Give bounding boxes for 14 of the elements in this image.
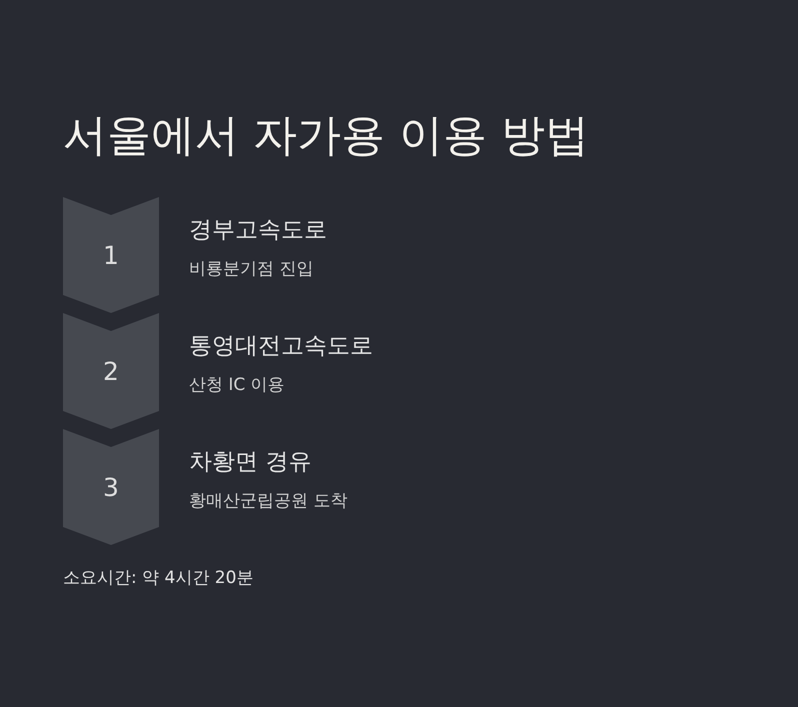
step-number: 3	[102, 473, 120, 503]
step-description: 황매산군립공원 도착	[189, 490, 348, 513]
step-description: 산청 IC 이용	[189, 374, 285, 397]
travel-time-note: 소요시간: 약 4시간 20분	[63, 567, 254, 590]
step-heading: 통영대전고속도로	[189, 332, 373, 361]
step-number: 1	[102, 241, 120, 271]
chevron-step	[63, 197, 159, 313]
step-number: 2	[102, 357, 120, 387]
chevron-step	[63, 313, 159, 429]
step-description: 비룡분기점 진입	[189, 258, 314, 281]
chevron-step	[63, 429, 159, 545]
page-title: 서울에서 자가용 이용 방법	[63, 109, 589, 163]
step-heading: 차황면 경유	[189, 448, 312, 477]
step-heading: 경부고속도로	[189, 216, 327, 245]
